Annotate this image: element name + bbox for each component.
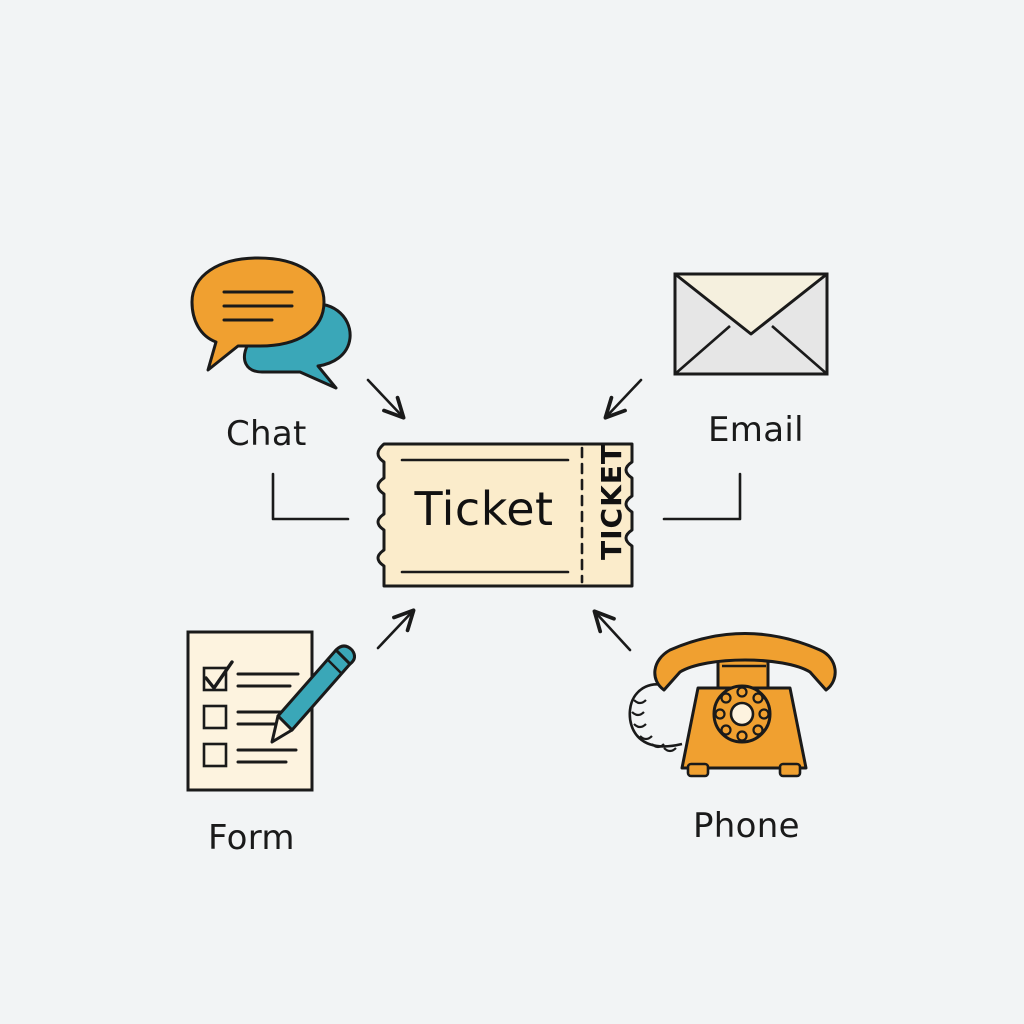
phone-arrow [592, 609, 632, 652]
email-label: Email [708, 410, 804, 450]
chat-connector-line [271, 472, 350, 521]
phone-label: Phone [693, 806, 800, 846]
form-label: Form [208, 818, 295, 858]
form-arrow [376, 608, 416, 650]
chat-arrow [366, 378, 406, 420]
ticket-title: Ticket [414, 482, 554, 536]
email-arrow [603, 378, 643, 420]
pen-icon [270, 644, 357, 744]
email-connector-line [662, 472, 742, 521]
chat-label: Chat [226, 414, 307, 454]
